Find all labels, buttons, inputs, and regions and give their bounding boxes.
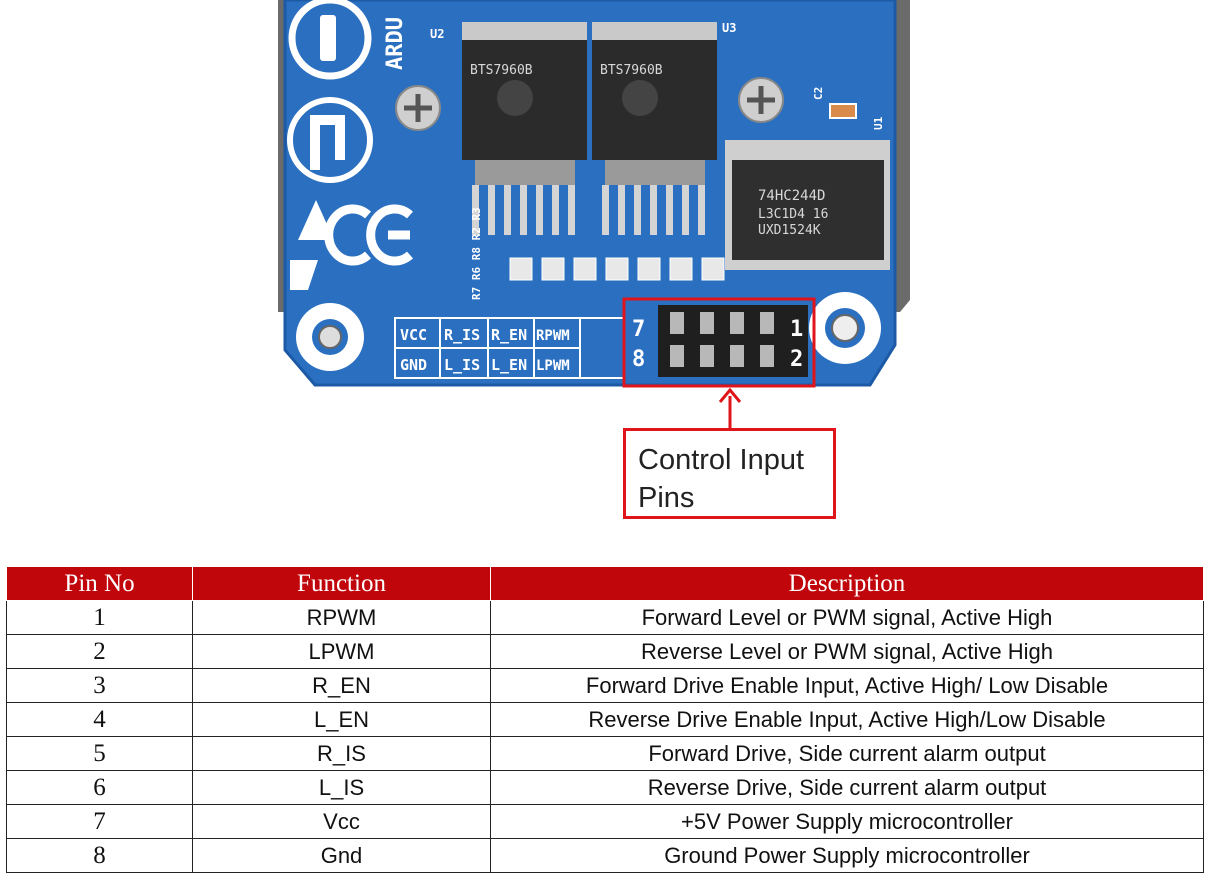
bts7960-chip-u2: BTS7960B	[462, 22, 587, 185]
control-header-pins: 7 8 1 2	[632, 305, 808, 377]
silk-r-en: R_EN	[491, 326, 527, 344]
pin-function: R_EN	[192, 668, 491, 703]
callout-line-1: Control Input	[638, 444, 805, 476]
control-input-pins-callout: Control Input Pins	[623, 428, 836, 519]
pin-highlight-box	[622, 297, 816, 388]
svg-text:U3: U3	[722, 21, 736, 35]
table-row: 5 R_IS Forward Drive, Side current alarm…	[6, 736, 1204, 771]
table-row: 4 L_EN Reverse Drive Enable Input, Activ…	[6, 702, 1204, 737]
pin-number: 3	[6, 668, 193, 703]
silk-gnd: GND	[400, 356, 427, 374]
pin-description: Forward Drive Enable Input, Active High/…	[490, 668, 1204, 703]
pin-number: 6	[6, 770, 193, 805]
silk-l-en: L_EN	[491, 356, 527, 374]
table-row: 7 Vcc +5V Power Supply microcontroller	[6, 804, 1204, 839]
pin-number: 8	[6, 838, 193, 873]
pin-number: 7	[6, 804, 193, 839]
pin-number: 4	[6, 702, 193, 737]
svg-text:BTS7960B: BTS7960B	[470, 63, 533, 78]
pin-description: Forward Drive, Side current alarm output	[490, 736, 1204, 771]
pin-function: R_IS	[192, 736, 491, 771]
74hc244-chip: 74HC244D L3C1D4 16 UXD1524K	[725, 140, 890, 270]
callout-arrow	[718, 388, 742, 428]
table-header-row: Pin No Function Description	[6, 566, 1204, 601]
table-row: 1 RPWM Forward Level or PWM signal, Acti…	[6, 600, 1204, 635]
table-row: 6 L_IS Reverse Drive, Side current alarm…	[6, 770, 1204, 805]
silk-r-is: R_IS	[444, 326, 480, 344]
pin-description: +5V Power Supply microcontroller	[490, 804, 1204, 839]
table-row: 2 LPWM Reverse Level or PWM signal, Acti…	[6, 634, 1204, 669]
pin-function: Vcc	[192, 804, 491, 839]
pin-description: Ground Power Supply microcontroller	[490, 838, 1204, 873]
callout-line-2: Pins	[638, 482, 695, 514]
pin-label-grid: VCC R_IS R_EN RPWM GND L_IS L_EN LPWM	[394, 317, 625, 379]
pin-number: 5	[6, 736, 193, 771]
svg-text:2: 2	[790, 347, 803, 372]
svg-text:C2: C2	[812, 87, 825, 100]
svg-text:74HC244D: 74HC244D	[758, 188, 825, 204]
pin-function: L_IS	[192, 770, 491, 805]
header-function: Function	[192, 566, 491, 601]
svg-text:U1: U1	[872, 116, 885, 130]
header-description: Description	[490, 566, 1204, 601]
motor-driver-board-image: ARDU BTS7960B BTS7960B U2 U3 74HC244D L3…	[270, 0, 930, 400]
pin-function: LPWM	[192, 634, 491, 669]
svg-text:8: 8	[632, 347, 645, 372]
header-pin-no: Pin No	[6, 566, 193, 601]
pin-number: 2	[6, 634, 193, 669]
silk-vcc: VCC	[400, 326, 427, 344]
table-row: 8 Gnd Ground Power Supply microcontrolle…	[6, 838, 1204, 873]
svg-text:U2: U2	[430, 27, 444, 41]
pin-description: Reverse Drive Enable Input, Active High/…	[490, 702, 1204, 737]
pin-number: 1	[6, 600, 193, 635]
pin-function: Gnd	[192, 838, 491, 873]
svg-text:1: 1	[790, 317, 803, 342]
svg-text:R7 R6 R8 R2 R3: R7 R6 R8 R2 R3	[470, 207, 483, 300]
pin-description: Reverse Level or PWM signal, Active High	[490, 634, 1204, 669]
pin-description: Forward Level or PWM signal, Active High	[490, 600, 1204, 635]
pin-function-table: Pin No Function Description 1 RPWM Forwa…	[6, 566, 1204, 873]
ardu-silk: ARDU	[383, 17, 408, 70]
silk-l-is: L_IS	[444, 356, 480, 374]
svg-text:UXD1524K: UXD1524K	[758, 223, 821, 238]
table-row: 3 R_EN Forward Drive Enable Input, Activ…	[6, 668, 1204, 703]
silk-rpwm: RPWM	[536, 328, 570, 344]
pin-function: RPWM	[192, 600, 491, 635]
pin-description: Reverse Drive, Side current alarm output	[490, 770, 1204, 805]
svg-text:BTS7960B: BTS7960B	[600, 63, 663, 78]
svg-text:L3C1D4 16: L3C1D4 16	[758, 207, 828, 222]
pin-function: L_EN	[192, 702, 491, 737]
bts7960-chip-u3: BTS7960B	[592, 22, 717, 185]
silk-lpwm: LPWM	[536, 358, 570, 374]
svg-text:7: 7	[632, 317, 645, 342]
